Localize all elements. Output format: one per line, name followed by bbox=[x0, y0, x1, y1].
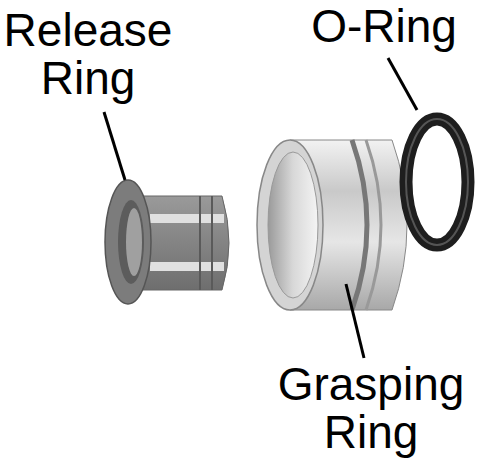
part-label: Grasping Ring bbox=[264, 360, 478, 456]
groove bbox=[352, 140, 367, 310]
o-ring-highlight bbox=[406, 119, 468, 245]
groove bbox=[366, 140, 381, 310]
grasping-ring bbox=[257, 140, 407, 310]
finger-ridge bbox=[199, 196, 201, 290]
grasping-ring-face bbox=[257, 140, 323, 310]
grasping-ring-bore bbox=[268, 152, 318, 298]
part-label: Release Ring bbox=[2, 6, 174, 102]
o-ring bbox=[406, 119, 468, 245]
release-ring-inner bbox=[126, 208, 142, 276]
release-ring-bore bbox=[118, 200, 144, 284]
leader-line bbox=[388, 58, 417, 110]
finger-ridge bbox=[211, 196, 213, 290]
leader-line bbox=[104, 112, 125, 180]
release-ring bbox=[105, 180, 229, 304]
leader-line bbox=[346, 284, 364, 358]
release-ring-flange bbox=[105, 180, 151, 304]
part-label: O-Ring bbox=[290, 2, 478, 50]
